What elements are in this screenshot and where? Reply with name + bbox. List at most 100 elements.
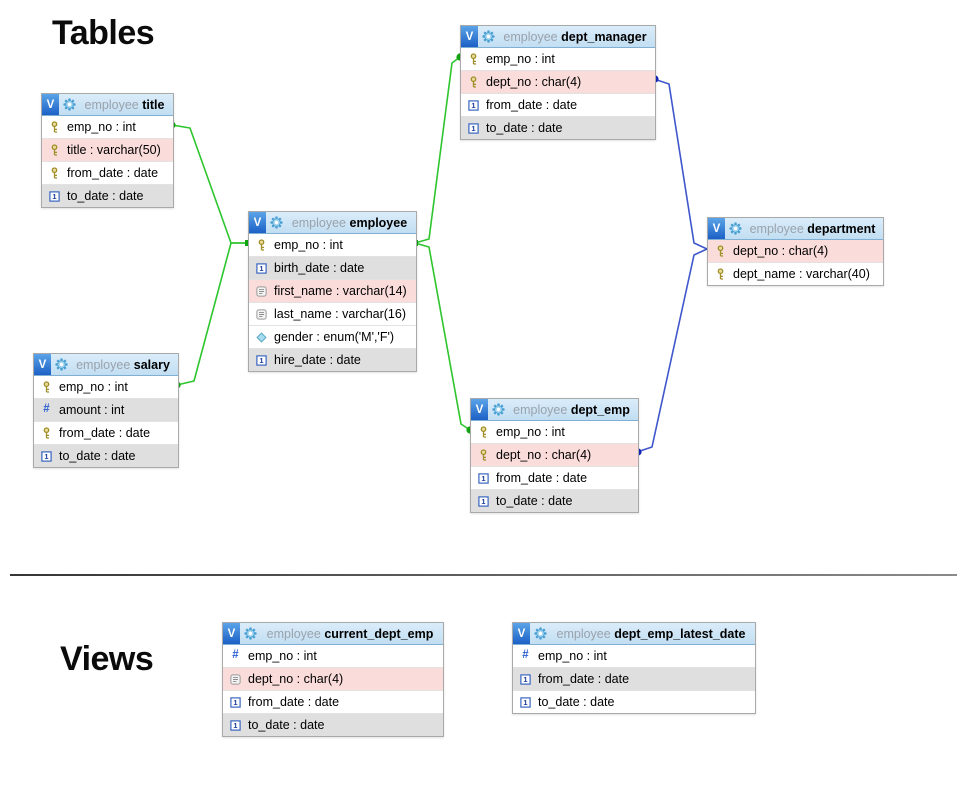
column-row: 1 to_date : date (471, 489, 638, 512)
column-label: last_name : varchar(16) (274, 307, 407, 321)
column-row: dept_name : varchar(40) (708, 262, 883, 285)
key-icon (255, 239, 268, 251)
svg-text:1: 1 (523, 675, 527, 684)
date-icon: 1 (477, 472, 490, 484)
gear-icon (55, 358, 68, 371)
date-icon: 1 (48, 190, 61, 202)
views-section-heading: Views (60, 640, 154, 678)
entity-title: employee employee (283, 216, 416, 230)
section-divider-line (10, 574, 957, 576)
entity-title: employee dept_manager (495, 30, 655, 44)
gear-icon (482, 30, 495, 43)
relationship-title-employee-line (171, 124, 248, 244)
svg-text:1: 1 (471, 101, 475, 110)
entity-title: employee title (76, 98, 173, 112)
key-icon (40, 427, 53, 439)
column-row: from_date : date (42, 161, 173, 184)
column-label: emp_no : int (67, 120, 136, 134)
column-label: emp_no : int (59, 380, 128, 394)
schema-prefix: employee (266, 626, 321, 641)
column-label: hire_date : date (274, 353, 361, 367)
entity-name: salary (133, 357, 170, 372)
column-row: emp_no : int (471, 421, 638, 443)
column-label: dept_no : char(4) (496, 448, 592, 462)
column-label: emp_no : int (248, 649, 317, 663)
column-label: emp_no : int (496, 425, 565, 439)
date-icon: 1 (255, 354, 268, 366)
date-icon: 1 (519, 673, 532, 685)
column-label: to_date : date (486, 121, 563, 135)
tables-section-heading: Tables (52, 14, 155, 52)
column-row: title : varchar(50) (42, 138, 173, 161)
key-icon (477, 426, 490, 438)
column-row: emp_no : int (249, 234, 416, 256)
column-row: 1 from_date : date (461, 93, 655, 116)
column-row: from_date : date (34, 421, 178, 444)
column-label: dept_name : varchar(40) (733, 267, 870, 281)
key-icon (467, 76, 480, 88)
relationship-salary-employee-line (176, 242, 248, 386)
date-icon: 1 (229, 696, 242, 708)
column-row: dept_no : char(4) (461, 70, 655, 93)
svg-text:1: 1 (481, 474, 485, 483)
column-label: from_date : date (486, 98, 578, 112)
key-icon (714, 245, 727, 257)
column-label: to_date : date (67, 189, 144, 203)
gear-icon (534, 627, 547, 640)
gear-icon (270, 216, 283, 229)
column-label: gender : enum('M','F') (274, 330, 395, 344)
schema-prefix: employee (76, 357, 131, 372)
date-icon: 1 (255, 262, 268, 274)
column-row: emp_no : int (34, 376, 178, 398)
text-icon (255, 285, 268, 297)
column-row: dept_no : char(4) (223, 667, 443, 690)
entity-name: current_dept_emp (324, 626, 434, 641)
column-label: from_date : date (538, 672, 630, 686)
entity-rows: dept_no : char(4)dept_name : varchar(40) (708, 240, 883, 285)
key-icon (48, 144, 61, 156)
schema-prefix: employee (503, 29, 558, 44)
column-label: amount : int (59, 403, 125, 417)
entity-title: employee department (742, 222, 883, 236)
gear-icon (244, 627, 257, 640)
svg-text:1: 1 (233, 721, 237, 730)
entity-name: dept_manager (561, 29, 647, 44)
date-icon: 1 (477, 495, 490, 507)
entity-rows: emp_no : int dept_no : char(4) 1 from_date … (461, 48, 655, 139)
entity-name: department (807, 221, 876, 236)
numeric-icon: # (522, 649, 529, 662)
column-label: emp_no : int (274, 238, 343, 252)
column-label: first_name : varchar(14) (274, 284, 407, 298)
column-row: #emp_no : int (223, 645, 443, 667)
entity-title: employee current_dept_emp (257, 627, 443, 641)
entity-badge-icon: V (249, 212, 266, 233)
column-label: emp_no : int (538, 649, 607, 663)
column-label: emp_no : int (486, 52, 555, 66)
svg-text:1: 1 (52, 192, 56, 201)
column-row: first_name : varchar(14) (249, 279, 416, 302)
relationship-dept-emp-department-line (636, 248, 708, 453)
svg-text:1: 1 (44, 452, 48, 461)
key-icon (48, 167, 61, 179)
column-label: to_date : date (496, 494, 573, 508)
